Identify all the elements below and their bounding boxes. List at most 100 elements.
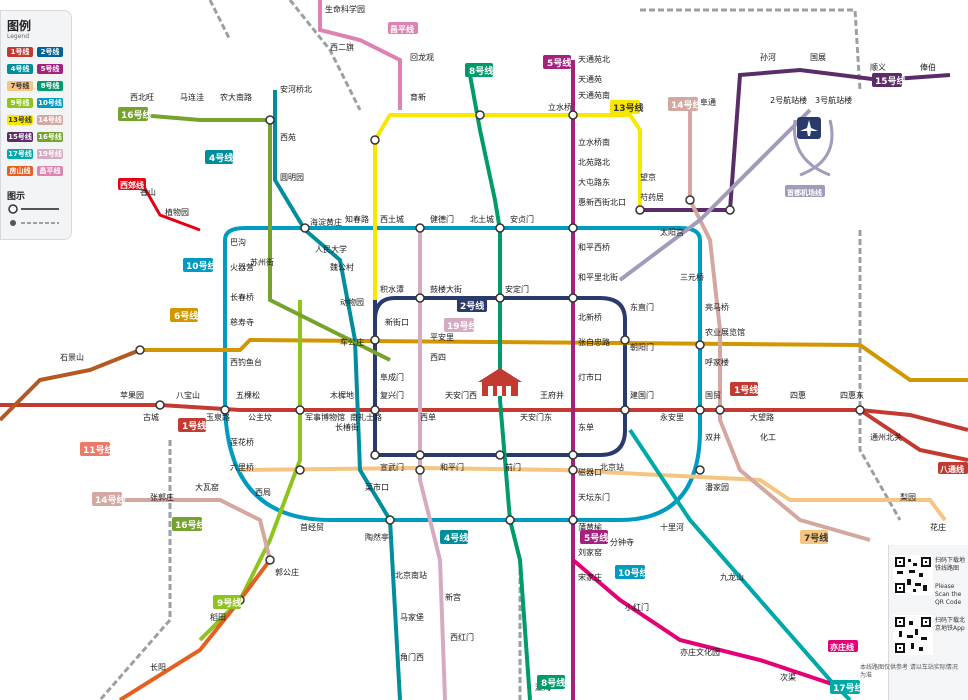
badge-line-2: 2号线 xyxy=(460,300,484,312)
qr-code-app-icon[interactable] xyxy=(893,615,933,655)
line-batong-track xyxy=(858,408,968,462)
badge-line-17: 17号线 xyxy=(833,682,864,694)
station-tiananmen-e: 天安门东 xyxy=(520,412,552,422)
badge-line-15: 15号线 xyxy=(875,75,906,87)
legend-subtitle: Legend xyxy=(7,33,30,40)
station-ciqu: 次渠 xyxy=(780,672,796,682)
station-shunyi: 顺义 xyxy=(870,63,886,72)
station-wukesong: 五棵松 xyxy=(236,390,260,400)
station-yuxin: 育新 xyxy=(410,92,426,102)
station-xibeiwang: 西北旺 xyxy=(130,93,154,102)
legend-chip-4: 7号线 xyxy=(7,81,33,91)
station-bagou: 巴沟 xyxy=(230,237,246,247)
station-sihui-e: 四惠东 xyxy=(840,390,864,400)
badge-line-5-south: 5号线 xyxy=(584,532,608,544)
station-tiantongyuan: 天通苑 xyxy=(578,74,602,84)
station-xiangshan: 香山 xyxy=(140,187,156,197)
station-xitucheng: 西土城 xyxy=(380,214,404,224)
station-panjiayuan: 潘家园 xyxy=(705,482,729,492)
station-chegongzhuang: 车公庄 xyxy=(340,337,364,347)
station-haidianhuangzhuang: 海淀黄庄 xyxy=(310,217,342,227)
badge-xijiao: 西郊线 xyxy=(120,180,144,190)
station-nongdananlu: 农大南路 xyxy=(220,92,252,102)
line-changping-track xyxy=(318,0,402,110)
station-changchunjie: 长椿街 xyxy=(335,422,359,432)
station-xiju: 西局 xyxy=(255,488,271,497)
line-fangshan-track xyxy=(118,558,272,700)
badge-line-13: 13号线 xyxy=(613,102,644,114)
legend-chip-1: 2号线 xyxy=(37,47,63,57)
station-pingguoyuan: 苹果园 xyxy=(120,390,144,400)
line-s1-track xyxy=(0,348,141,422)
line-4-track xyxy=(273,90,402,700)
badge-line-16-south: 16号线 xyxy=(175,519,206,531)
legend-chip-14: 房山线 xyxy=(7,166,33,176)
station-xidiaoyutai: 西钓鱼台 xyxy=(230,357,262,367)
station-malianwa: 马连洼 xyxy=(180,92,204,102)
badge-line-7: 7号线 xyxy=(804,532,828,544)
badge-line-4: 4号线 xyxy=(209,152,233,164)
station-fuxingmen: 复兴门 xyxy=(380,390,404,400)
station-lianhuaqiao: 莲花桥 xyxy=(230,437,254,447)
station-changchunqiao: 长春桥 xyxy=(230,292,254,302)
station-shijingshan: 石景山 xyxy=(60,352,84,362)
station-beixinqiao: 北新桥 xyxy=(578,312,602,322)
station-liangmaqiao: 亮马桥 xyxy=(705,302,729,312)
station-sihui: 四惠 xyxy=(790,390,806,400)
badge-airport: 首都机场线 xyxy=(787,188,822,197)
station-yonganli: 永安里 xyxy=(660,412,684,422)
badge-changping: 昌平线 xyxy=(390,24,414,34)
line-16-track xyxy=(139,113,391,362)
station-liuliqiao: 六里桥 xyxy=(230,462,254,472)
legend-chip-0: 1号线 xyxy=(7,47,33,57)
line-10-track xyxy=(223,226,702,522)
badge-line-16: 16号线 xyxy=(121,109,152,121)
badge-line-1: 1号线 xyxy=(734,384,758,396)
station-jiandemen: 健德门 xyxy=(430,214,454,224)
station-tongzhoubeiguan: 通州北关 xyxy=(870,432,902,442)
station-hepingxiqiao: 和平西桥 xyxy=(578,242,610,252)
station-junshibowuguan: 军事博物馆 xyxy=(305,412,345,422)
station-changping-terminus: 生命科学园 xyxy=(325,4,365,14)
station-pinganli: 平安里 xyxy=(430,332,454,342)
badge-line-8: 8号线 xyxy=(469,65,493,77)
line-airport-track xyxy=(618,108,812,282)
station-xidan: 西单 xyxy=(420,412,436,422)
station-huilongguan: 回龙观 xyxy=(410,52,434,62)
station-jiaomen-w: 角门西 xyxy=(400,652,424,662)
line-2-track xyxy=(373,296,627,457)
station-shilihe: 十里河 xyxy=(660,522,684,532)
badge-line-10: 10号线 xyxy=(186,260,217,272)
station-gucheng: 古城 xyxy=(143,412,159,422)
station-beitucheng: 北土城 xyxy=(470,214,494,224)
station-guozhan: 国展 xyxy=(810,53,826,62)
station-caishikou: 菜市口 xyxy=(365,482,389,492)
station-guomao: 国贸 xyxy=(705,390,721,400)
station-futong: 阜通 xyxy=(700,97,716,107)
station-nongyezhanlanguan: 农业展览馆 xyxy=(705,327,745,337)
station-qianmen: 前门 xyxy=(505,462,521,472)
station-fengbo: 俸伯 xyxy=(920,62,936,72)
legend-chip-8: 13号线 xyxy=(7,115,33,125)
station-dawayao: 大瓦窑 xyxy=(195,482,219,492)
legend-chip-9: 14号线 xyxy=(37,115,63,125)
station-hepingli-bj: 和平里北街 xyxy=(578,272,618,282)
airplane-icon xyxy=(797,117,821,139)
legend-chip-11: 16号线 xyxy=(37,132,63,142)
badge-line-8-south: 8号线 xyxy=(541,677,565,689)
station-majiapu: 马家堡 xyxy=(400,612,424,622)
station-jianguomen: 建国门 xyxy=(630,390,654,400)
station-shuangjing: 双井 xyxy=(705,432,721,442)
station-hepingmen: 和平门 xyxy=(440,462,464,472)
station-huaxiangcun: 花庄 xyxy=(930,522,946,532)
station-tiananmen-w: 天安门西 xyxy=(445,390,477,400)
station-huagong: 化工 xyxy=(760,432,776,442)
line-1-track xyxy=(0,403,968,432)
legend-chip-6: 9号线 xyxy=(7,98,33,108)
line-badges: 16号线 4号线 10号线 6号线 2号线 19号线 8号线 5号线 13号线 … xyxy=(80,22,968,694)
station-chaoyangmen: 朝阳门 xyxy=(630,342,654,352)
qr-code-icon[interactable] xyxy=(893,555,933,595)
station-t2: 2号航站楼 xyxy=(770,95,807,105)
